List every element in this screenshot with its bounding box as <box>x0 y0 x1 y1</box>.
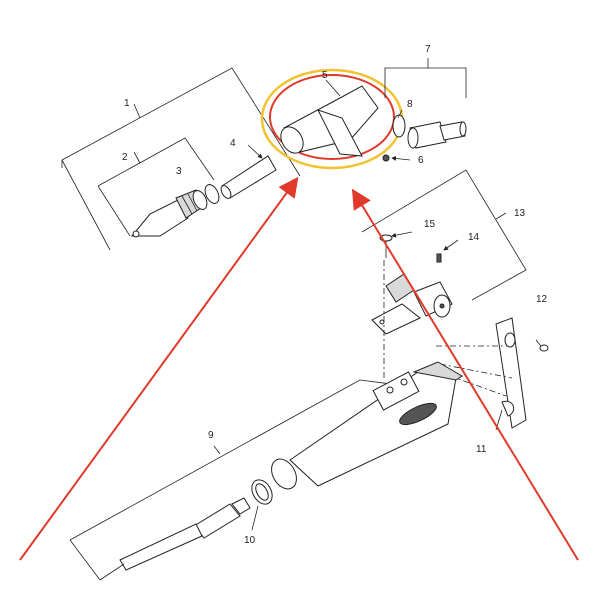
highlight-inner-ellipse <box>269 74 395 160</box>
bracket-group-7 <box>384 58 467 98</box>
callout-4: 4 <box>230 138 236 149</box>
red-arrow-left <box>19 176 299 561</box>
callout-2: 2 <box>122 152 128 163</box>
callout-10: 10 <box>244 535 256 546</box>
callout-12: 12 <box>536 294 548 305</box>
callout-11: 11 <box>476 444 487 455</box>
callout-14: 14 <box>468 232 480 243</box>
callout-9: 9 <box>208 430 214 441</box>
o-ring-pair-part <box>192 184 220 210</box>
dash-center-lines <box>383 260 513 397</box>
electrode-rod-part <box>99 497 251 581</box>
mounting-plate-part <box>495 317 527 431</box>
handle-body-part <box>271 361 463 490</box>
highlighted-part-5 <box>260 68 404 170</box>
screw-12-part <box>535 339 549 352</box>
callout-7: 7 <box>425 44 431 55</box>
ring-10-part <box>251 479 273 531</box>
callout-8: 8 <box>407 99 413 110</box>
small-o-ring-part <box>392 109 406 138</box>
callout-1: 1 <box>124 98 130 109</box>
callout-3: 3 <box>176 166 182 177</box>
set-screw-14-part <box>436 239 459 263</box>
bracket-group-13 <box>361 169 527 301</box>
callout-6: 6 <box>418 155 424 166</box>
callout-13: 13 <box>514 208 526 219</box>
bracket-group-1 <box>61 67 301 251</box>
screw-15-part <box>379 231 413 258</box>
callout-5: 5 <box>322 70 328 81</box>
plug-part <box>407 121 467 149</box>
tube-part <box>220 144 277 199</box>
bracket-group-2 <box>97 137 215 237</box>
logo-badge <box>399 402 437 426</box>
callout-15: 15 <box>424 219 436 230</box>
red-arrow-right <box>351 188 579 561</box>
small-screw-part <box>382 154 411 162</box>
